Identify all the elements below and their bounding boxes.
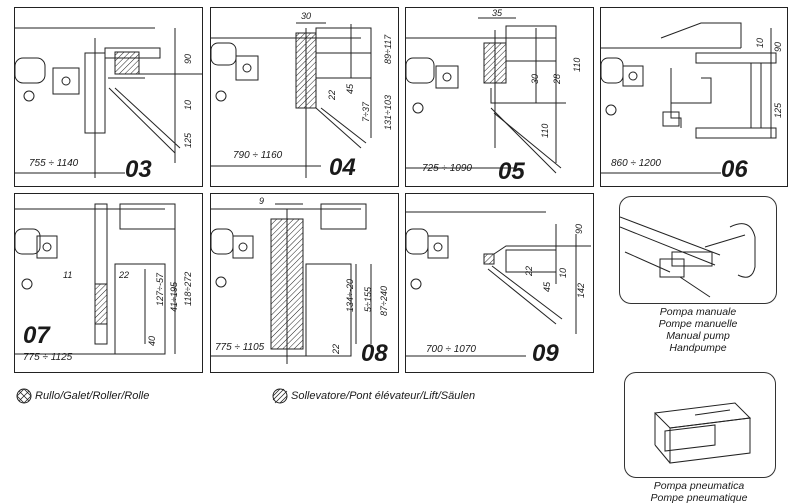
pneumatic-pump-caption: Pompa pneumatica Pompe pneumatique xyxy=(624,480,774,504)
panel-06: 10 90 125 860 ÷ 1200 06 xyxy=(600,7,788,187)
dim-134-20: 134÷-20 xyxy=(345,279,355,312)
legend-roller: Rullo/Galet/Roller/Rolle xyxy=(16,388,149,404)
panel-06-drawing xyxy=(601,22,777,174)
model-number: 06 xyxy=(721,156,748,183)
dim-11: 11 xyxy=(63,270,73,280)
model-number: 04 xyxy=(329,154,356,181)
panel-07: 11 22 127÷-57 41÷195 118÷272 40 07 775 ÷… xyxy=(14,193,203,373)
legend-lift-label: Sollevatore/Pont élévateur/Lift/Säulen xyxy=(291,390,476,402)
dim-89-117: 89÷117 xyxy=(383,34,393,64)
dim-127-57: 127÷-57 xyxy=(155,273,165,306)
dim-41-195: 41÷195 xyxy=(169,282,179,312)
panel-05: 35 110 28 30 110 725 ÷ 1090 05 xyxy=(405,7,594,187)
panel-09: 90 22 45 10 142 700 ÷ 1070 09 xyxy=(405,193,594,373)
pneumatic-pump-drawing xyxy=(653,402,752,464)
panel-04: 30 89÷117 131÷103 7÷37 45 22 790 ÷ 1160 … xyxy=(210,7,399,187)
dim-22: 22 xyxy=(327,89,337,100)
model-number: 05 xyxy=(498,158,525,185)
panel-07-drawing xyxy=(15,203,176,355)
model-number: 03 xyxy=(125,156,152,183)
legend-lift: Sollevatore/Pont élévateur/Lift/Säulen xyxy=(272,388,475,404)
legend-roller-label: Rullo/Galet/Roller/Rolle xyxy=(35,390,150,402)
dim-10: 10 xyxy=(558,267,568,278)
pneumatic-pump-illustration xyxy=(624,372,776,478)
dim-22: 22 xyxy=(524,265,534,276)
dim-110-top: 110 xyxy=(572,57,582,72)
panel-03-drawing xyxy=(15,27,202,178)
dim-45: 45 xyxy=(345,83,355,94)
model-number: 08 xyxy=(361,340,388,367)
dim-22: 22 xyxy=(119,270,130,280)
model-number: 09 xyxy=(532,340,559,367)
range-label: 755 ÷ 1140 xyxy=(29,158,79,169)
dim-10: 10 xyxy=(755,37,765,48)
range-label: 725 ÷ 1090 xyxy=(422,163,472,174)
dim-110-bottom: 110 xyxy=(540,123,550,138)
panel-08-drawing xyxy=(211,203,372,364)
dim-90: 90 xyxy=(773,41,783,52)
dim-90: 90 xyxy=(574,223,584,234)
dim-87-240: 87÷240 xyxy=(379,286,389,316)
dim-45: 45 xyxy=(542,281,552,292)
model-number: 07 xyxy=(23,322,50,349)
panel-08: 9 134÷-20 5÷155 87÷240 22 775 ÷ 1105 08 xyxy=(210,193,399,373)
panel-04-drawing xyxy=(211,22,372,178)
caption-line: Pompe manuelle xyxy=(658,318,738,330)
dim-9: 9 xyxy=(259,196,265,206)
dim-118-272: 118÷272 xyxy=(183,271,193,306)
dim-142: 142 xyxy=(576,282,586,298)
roller-hatch-icon xyxy=(16,388,32,404)
dim-90: 90 xyxy=(183,53,193,64)
caption-line: Pompe pneumatique xyxy=(650,492,748,504)
caption-line: Pompa pneumatica xyxy=(653,480,745,492)
range-label: 860 ÷ 1200 xyxy=(611,158,661,169)
range-label: 700 ÷ 1070 xyxy=(426,344,476,355)
dim-125: 125 xyxy=(183,132,193,148)
dim-7-37: 7÷37 xyxy=(361,102,371,122)
dim-28: 28 xyxy=(552,73,562,84)
dim-125: 125 xyxy=(773,102,783,118)
dim-35: 35 xyxy=(492,8,503,18)
caption-line: Pompa manuale xyxy=(659,306,737,318)
manual-pump-caption: Pompa manuale Pompe manuelle Manual pump… xyxy=(620,306,776,354)
manual-pump-illustration xyxy=(619,196,777,304)
range-label: 775 ÷ 1105 xyxy=(215,342,265,353)
dim-131-103: 131÷103 xyxy=(383,95,393,130)
caption-line: Handpumpe xyxy=(669,342,727,354)
manual-pump-drawing xyxy=(620,216,756,298)
dim-30: 30 xyxy=(530,73,540,84)
dim-10: 10 xyxy=(183,99,193,110)
dim-5-155: 5÷155 xyxy=(363,287,373,312)
dim-22: 22 xyxy=(331,343,341,354)
caption-line: Manual pump xyxy=(666,330,730,342)
dim-30: 30 xyxy=(301,11,312,21)
range-label: 790 ÷ 1160 xyxy=(233,150,283,161)
panel-09-drawing xyxy=(406,211,591,357)
lift-hatch-icon xyxy=(272,388,288,404)
dim-40: 40 xyxy=(147,335,157,346)
panel-05-drawing xyxy=(406,17,566,174)
range-label: 775 ÷ 1125 xyxy=(23,352,73,363)
panel-03: 90 10 125 755 ÷ 1140 03 xyxy=(14,7,203,187)
